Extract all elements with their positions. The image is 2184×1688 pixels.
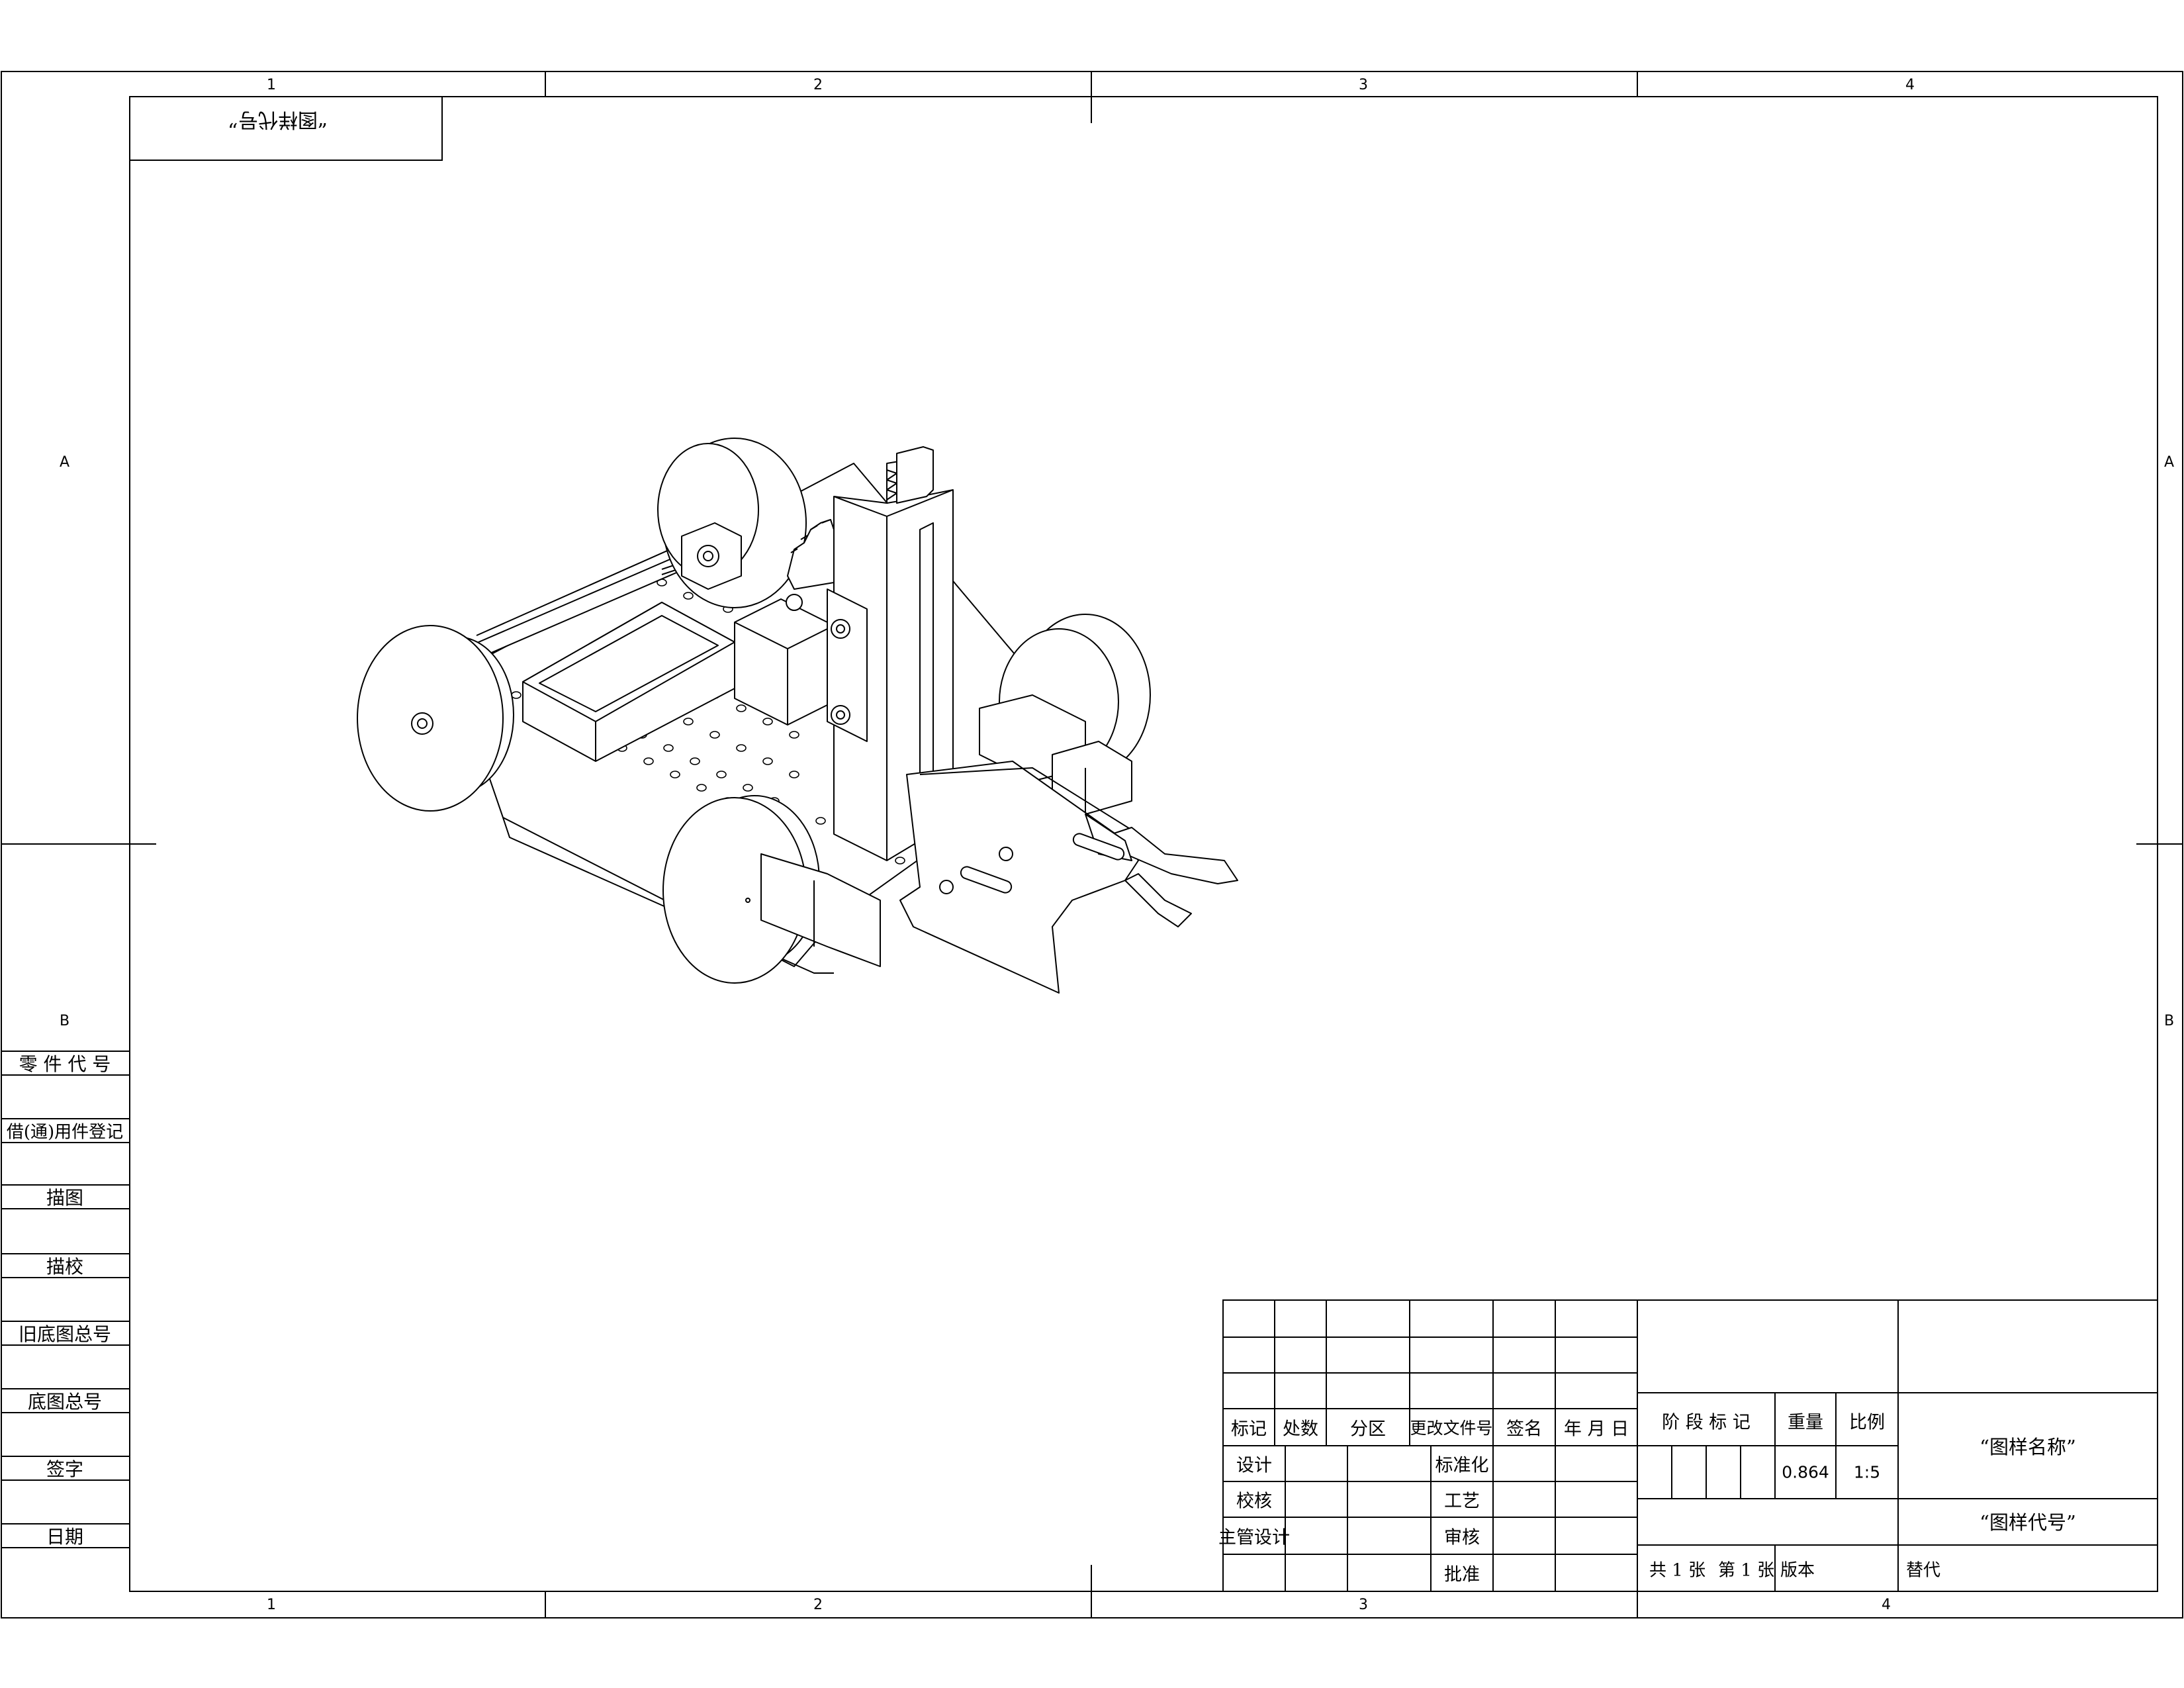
mount-bracket [827, 588, 868, 742]
wheel-front-left [357, 625, 514, 812]
tb-drawing-code: “图样代号” [1979, 1511, 2076, 1534]
tb-process: 工艺 [1444, 1491, 1480, 1512]
front-servo [760, 853, 881, 967]
drawing-number-stamp-box [129, 96, 443, 161]
zone-label-top-4: 4 [1905, 77, 1915, 93]
open-box [522, 602, 735, 762]
zone-label-top-1: 1 [267, 77, 276, 93]
rear-servo [979, 694, 1132, 815]
tb-header-mark: 标记 [1231, 1419, 1267, 1440]
zone-label-left-b: B [60, 1013, 70, 1029]
robot-cart-drawing [357, 438, 1238, 994]
zone-label-top-3: 3 [1359, 77, 1368, 93]
tb-header-zone: 分区 [1350, 1419, 1386, 1440]
zone-label-bottom-1: 1 [267, 1597, 276, 1613]
tb-weight-label: 重量 [1788, 1412, 1823, 1433]
tb-review: 审核 [1444, 1527, 1480, 1548]
zone-label-bottom-2: 2 [813, 1597, 823, 1613]
tb-version: 版本 [1780, 1560, 1815, 1581]
zone-label-top-2: 2 [813, 77, 823, 93]
title-block-grid [1222, 1299, 2158, 1592]
tb-approve: 批准 [1444, 1564, 1480, 1585]
side-borrowed-parts: 借(通)用件登记 [6, 1122, 124, 1143]
tb-chief-design: 主管设计 [1218, 1527, 1290, 1548]
side-master-number: 底图总号 [27, 1391, 103, 1413]
bearing-block [681, 522, 742, 590]
side-panel-grid [1, 1051, 130, 1548]
tb-drawing-name: “图样名称” [1979, 1436, 2076, 1458]
side-tracing: 描图 [46, 1187, 84, 1209]
tb-weight-value: 0.864 [1782, 1462, 1829, 1482]
tb-replace: 替代 [1906, 1560, 1941, 1581]
gripper-claw [899, 761, 1238, 994]
lift-column [833, 446, 954, 861]
zone-label-bottom-4: 4 [1882, 1597, 1891, 1613]
side-signature: 签字 [46, 1458, 84, 1480]
zone-label-left-a: A [60, 454, 70, 471]
side-trace-check: 描校 [46, 1256, 84, 1278]
zone-label-right-b: B [2164, 1013, 2175, 1029]
tb-scale-label: 比例 [1849, 1412, 1885, 1433]
wheel-front-right [662, 795, 820, 984]
tb-check: 校核 [1236, 1491, 1272, 1512]
tb-sheet-number: 第 1 张 [1718, 1560, 1775, 1581]
side-old-master-number: 旧底图总号 [18, 1323, 112, 1345]
tb-scale-value: 1:5 [1853, 1462, 1881, 1482]
tb-header-date: 年 月 日 [1563, 1419, 1629, 1440]
tb-sheets-total: 共 1 张 [1649, 1560, 1706, 1581]
zone-label-bottom-3: 3 [1359, 1597, 1368, 1613]
tb-stage-mark: 阶 段 标 记 [1662, 1412, 1751, 1433]
side-date: 日期 [46, 1526, 84, 1548]
servo-motor [734, 594, 835, 726]
side-part-code: 零 件 代 号 [19, 1053, 111, 1075]
tb-header-sign: 签名 [1506, 1419, 1542, 1440]
gear [787, 519, 835, 590]
drawing-number-stamp: “图样代号” [228, 108, 328, 131]
tb-header-change-doc: 更改文件号 [1410, 1419, 1493, 1438]
tb-standardization: 标准化 [1435, 1455, 1489, 1476]
tb-header-count: 处数 [1283, 1419, 1318, 1440]
zone-label-right-a: A [2164, 454, 2175, 471]
tb-design: 设计 [1236, 1455, 1272, 1476]
